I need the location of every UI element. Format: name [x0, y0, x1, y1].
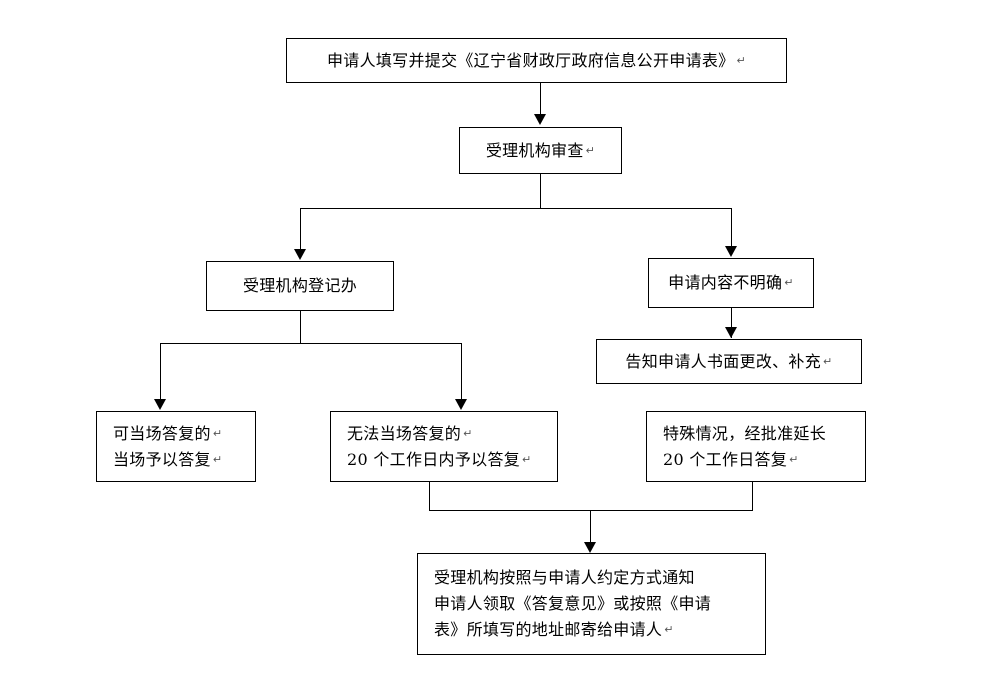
arrowhead-register-to-within20 — [455, 399, 467, 410]
connector-register-stem — [300, 311, 301, 343]
connector-extended20-drop — [752, 482, 753, 510]
return-mark-icon: ↵ — [463, 426, 473, 440]
node-deliver-line-1: 受理机构按照与申请人约定方式通知 — [434, 568, 695, 588]
connector-review-to-register-drop — [300, 208, 301, 250]
return-mark-icon: ↵ — [784, 276, 794, 290]
node-onsite-line-2: 当场予以答复↵ — [113, 449, 223, 469]
node-deliver-reply[interactable]: 受理机构按照与申请人约定方式通知 申请人领取《答复意见》或按照《申请 表》所填写… — [417, 553, 766, 655]
node-review-line-1: 受理机构审查↵ — [485, 140, 596, 160]
return-mark-icon: ↵ — [664, 622, 674, 636]
node-deliver-line-3: 表》所填写的地址邮寄给申请人↵ — [434, 619, 674, 639]
connector-register-split-bar — [160, 343, 462, 344]
node-deliver-line-2: 申请人领取《答复意见》或按照《申请 — [434, 594, 712, 614]
return-mark-icon: ↵ — [212, 426, 223, 440]
arrowhead-register-to-onsite — [154, 399, 166, 410]
connector-review-split-bar — [300, 208, 731, 209]
node-extended20-line-1: 特殊情况，经批准延长 — [663, 423, 827, 443]
connector-review-stem — [540, 174, 541, 208]
node-unclear-line-1: 申请内容不明确↵ — [668, 273, 794, 293]
connector-apply-to-review-stem — [540, 83, 541, 116]
node-onsite-reply[interactable]: 可当场答复的↵ 当场予以答复↵ — [96, 411, 256, 482]
node-within20-line-1: 无法当场答复的↵ — [347, 423, 473, 443]
return-mark-icon: ↵ — [585, 143, 596, 157]
node-onsite-line-1: 可当场答复的↵ — [113, 423, 223, 443]
connector-merge-to-deliver-stem — [590, 510, 591, 544]
return-mark-icon: ↵ — [522, 452, 532, 466]
node-notify-amend[interactable]: 告知申请人书面更改、补充↵ — [596, 339, 862, 384]
node-request-unclear[interactable]: 申请内容不明确↵ — [648, 258, 814, 308]
node-agency-review[interactable]: 受理机构审查↵ — [459, 127, 622, 174]
arrowhead-unclear-to-notify — [725, 327, 737, 338]
return-mark-icon: ↵ — [789, 452, 799, 466]
node-register-line-1: 受理机构登记办 — [242, 276, 358, 296]
node-notify-amend-line-1: 告知申请人书面更改、补充↵ — [625, 351, 833, 371]
connector-within20-drop — [429, 482, 430, 510]
arrowhead-review-to-unclear — [725, 246, 737, 257]
connector-register-to-onsite-drop — [160, 343, 161, 400]
node-within20-line-2: 20 个工作日内予以答复↵ — [347, 449, 532, 469]
return-mark-icon: ↵ — [823, 354, 833, 368]
connector-unclear-to-notify-stem — [731, 308, 732, 338]
arrowhead-apply-to-review — [534, 114, 546, 125]
arrowhead-review-to-register — [294, 249, 306, 260]
node-extended-20-days[interactable]: 特殊情况，经批准延长 20 个工作日答复↵ — [646, 411, 866, 482]
node-extended20-line-2: 20 个工作日答复↵ — [663, 449, 799, 469]
arrowhead-merge-to-deliver — [584, 542, 596, 553]
connector-review-to-unclear-drop — [731, 208, 732, 247]
node-apply-form[interactable]: 申请人填写并提交《辽宁省财政厅政府信息公开申请表》↵ — [286, 38, 787, 83]
node-reply-within-20-days[interactable]: 无法当场答复的↵ 20 个工作日内予以答复↵ — [330, 411, 558, 482]
return-mark-icon: ↵ — [212, 452, 223, 466]
connector-register-to-within20-drop — [461, 343, 462, 400]
node-agency-register[interactable]: 受理机构登记办 — [206, 261, 394, 311]
return-mark-icon: ↵ — [736, 53, 747, 67]
connector-merge-bar — [429, 510, 753, 511]
node-apply-line-1: 申请人填写并提交《辽宁省财政厅政府信息公开申请表》↵ — [326, 50, 747, 70]
